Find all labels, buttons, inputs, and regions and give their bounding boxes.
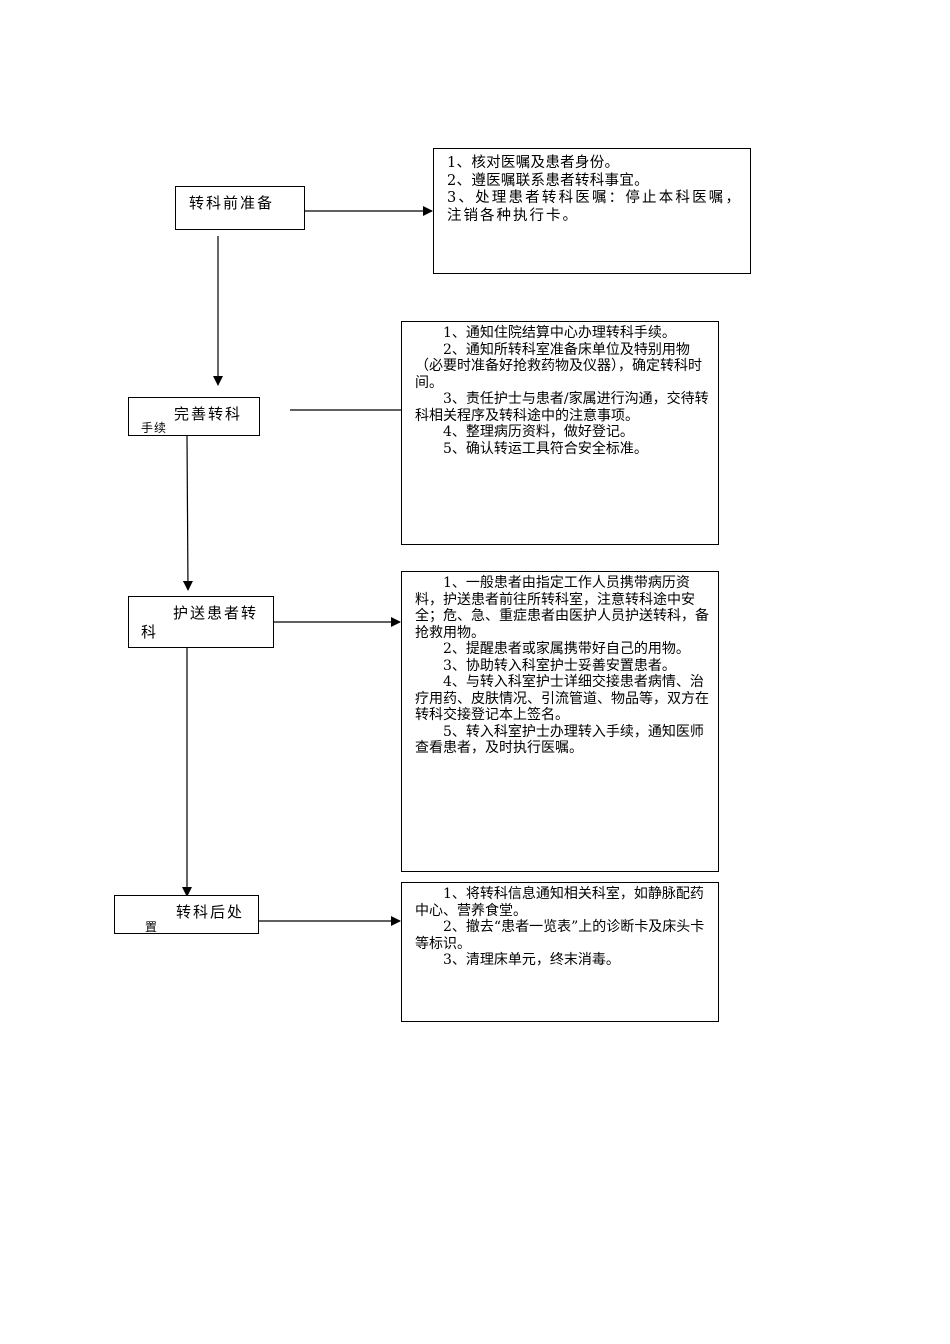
step-label: 转科后处 (176, 903, 245, 921)
detail-item: 2、通知所转科室准备床单位及特别用物（必要时准备好抢救药物及仪器），确定转科时间… (415, 341, 702, 391)
detail-item: 2、提醒患者或家属携带好自己的用物。 (443, 641, 690, 657)
detail-item: 2、遵医嘱联系患者转科事宜。 (447, 172, 649, 189)
arrow-step2-to-step3 (182, 435, 193, 591)
detail-item: 1、将转科信息通知相关科室，如静脉配药中心、营养食堂。 (415, 886, 704, 919)
detail-box-procedures: 1、通知住院结算中心办理转科手续。 2、通知所转科室准备床单位及特别用物（必要时… (401, 321, 719, 545)
detail-item: 3、清理床单元，终末消毒。 (443, 952, 620, 968)
step-box-complete-transfer-procedures: 完善转科 手续 (128, 397, 260, 436)
detail-item: 5、转入科室护士办理转入手续，通知医师查看患者，及时执行医嘱。 (415, 723, 704, 757)
step-label-overflow: 手续 (141, 421, 168, 435)
step-box-pre-transfer-preparation: 转科前准备 (175, 186, 305, 230)
detail-box-preparation: 1、核对医嘱及患者身份。 2、遵医嘱联系患者转科事宜。 3、处理患者转科医嘱：停… (433, 148, 751, 274)
step-box-post-transfer-handling: 转科后处 置 (114, 895, 259, 934)
step-label-overflow: 科 (141, 623, 159, 641)
detail-item: 3、处理患者转科医嘱：停止本科医嘱，注销各种执行卡。 (447, 190, 742, 224)
step-box-escort-patient: 护送患者转 科 (128, 596, 274, 648)
detail-item: 1、一般患者由指定工作人员携带病历资料，护送患者前往所转科室，注意转科途中安全；… (415, 575, 709, 641)
detail-item: 5、确认转运工具符合安全标准。 (443, 440, 648, 457)
detail-item: 3、责任护士与患者/家属进行沟通，交待转科相关程序及转科途中的注意事项。 (415, 391, 709, 424)
detail-item: 4、与转入科室护士详细交接患者病情、治疗用药、皮肤情况、引流管道、物品等，双方在… (415, 674, 709, 723)
detail-item: 1、通知住院结算中心办理转科手续。 (443, 325, 676, 341)
detail-item: 1、核对医嘱及患者身份。 (447, 155, 620, 171)
step-label: 护送患者转 (173, 604, 259, 622)
detail-item: 4、整理病历资料，做好登记。 (443, 424, 634, 440)
detail-box-post-transfer: 1、将转科信息通知相关科室，如静脉配药中心、营养食堂。 2、撤去“患者一览表”上… (401, 882, 719, 1022)
step-label: 转科前准备 (189, 194, 275, 212)
detail-box-escort: 1、一般患者由指定工作人员携带病历资料，护送患者前往所转科室，注意转科途中安全；… (401, 571, 719, 872)
step-label-overflow: 置 (145, 920, 159, 934)
step-label: 完善转科 (174, 405, 243, 423)
detail-item: 2、撤去“患者一览表”上的诊断卡及床头卡等标识。 (415, 919, 705, 952)
detail-item: 3、协助转入科室护士妥善安置患者。 (443, 657, 676, 674)
